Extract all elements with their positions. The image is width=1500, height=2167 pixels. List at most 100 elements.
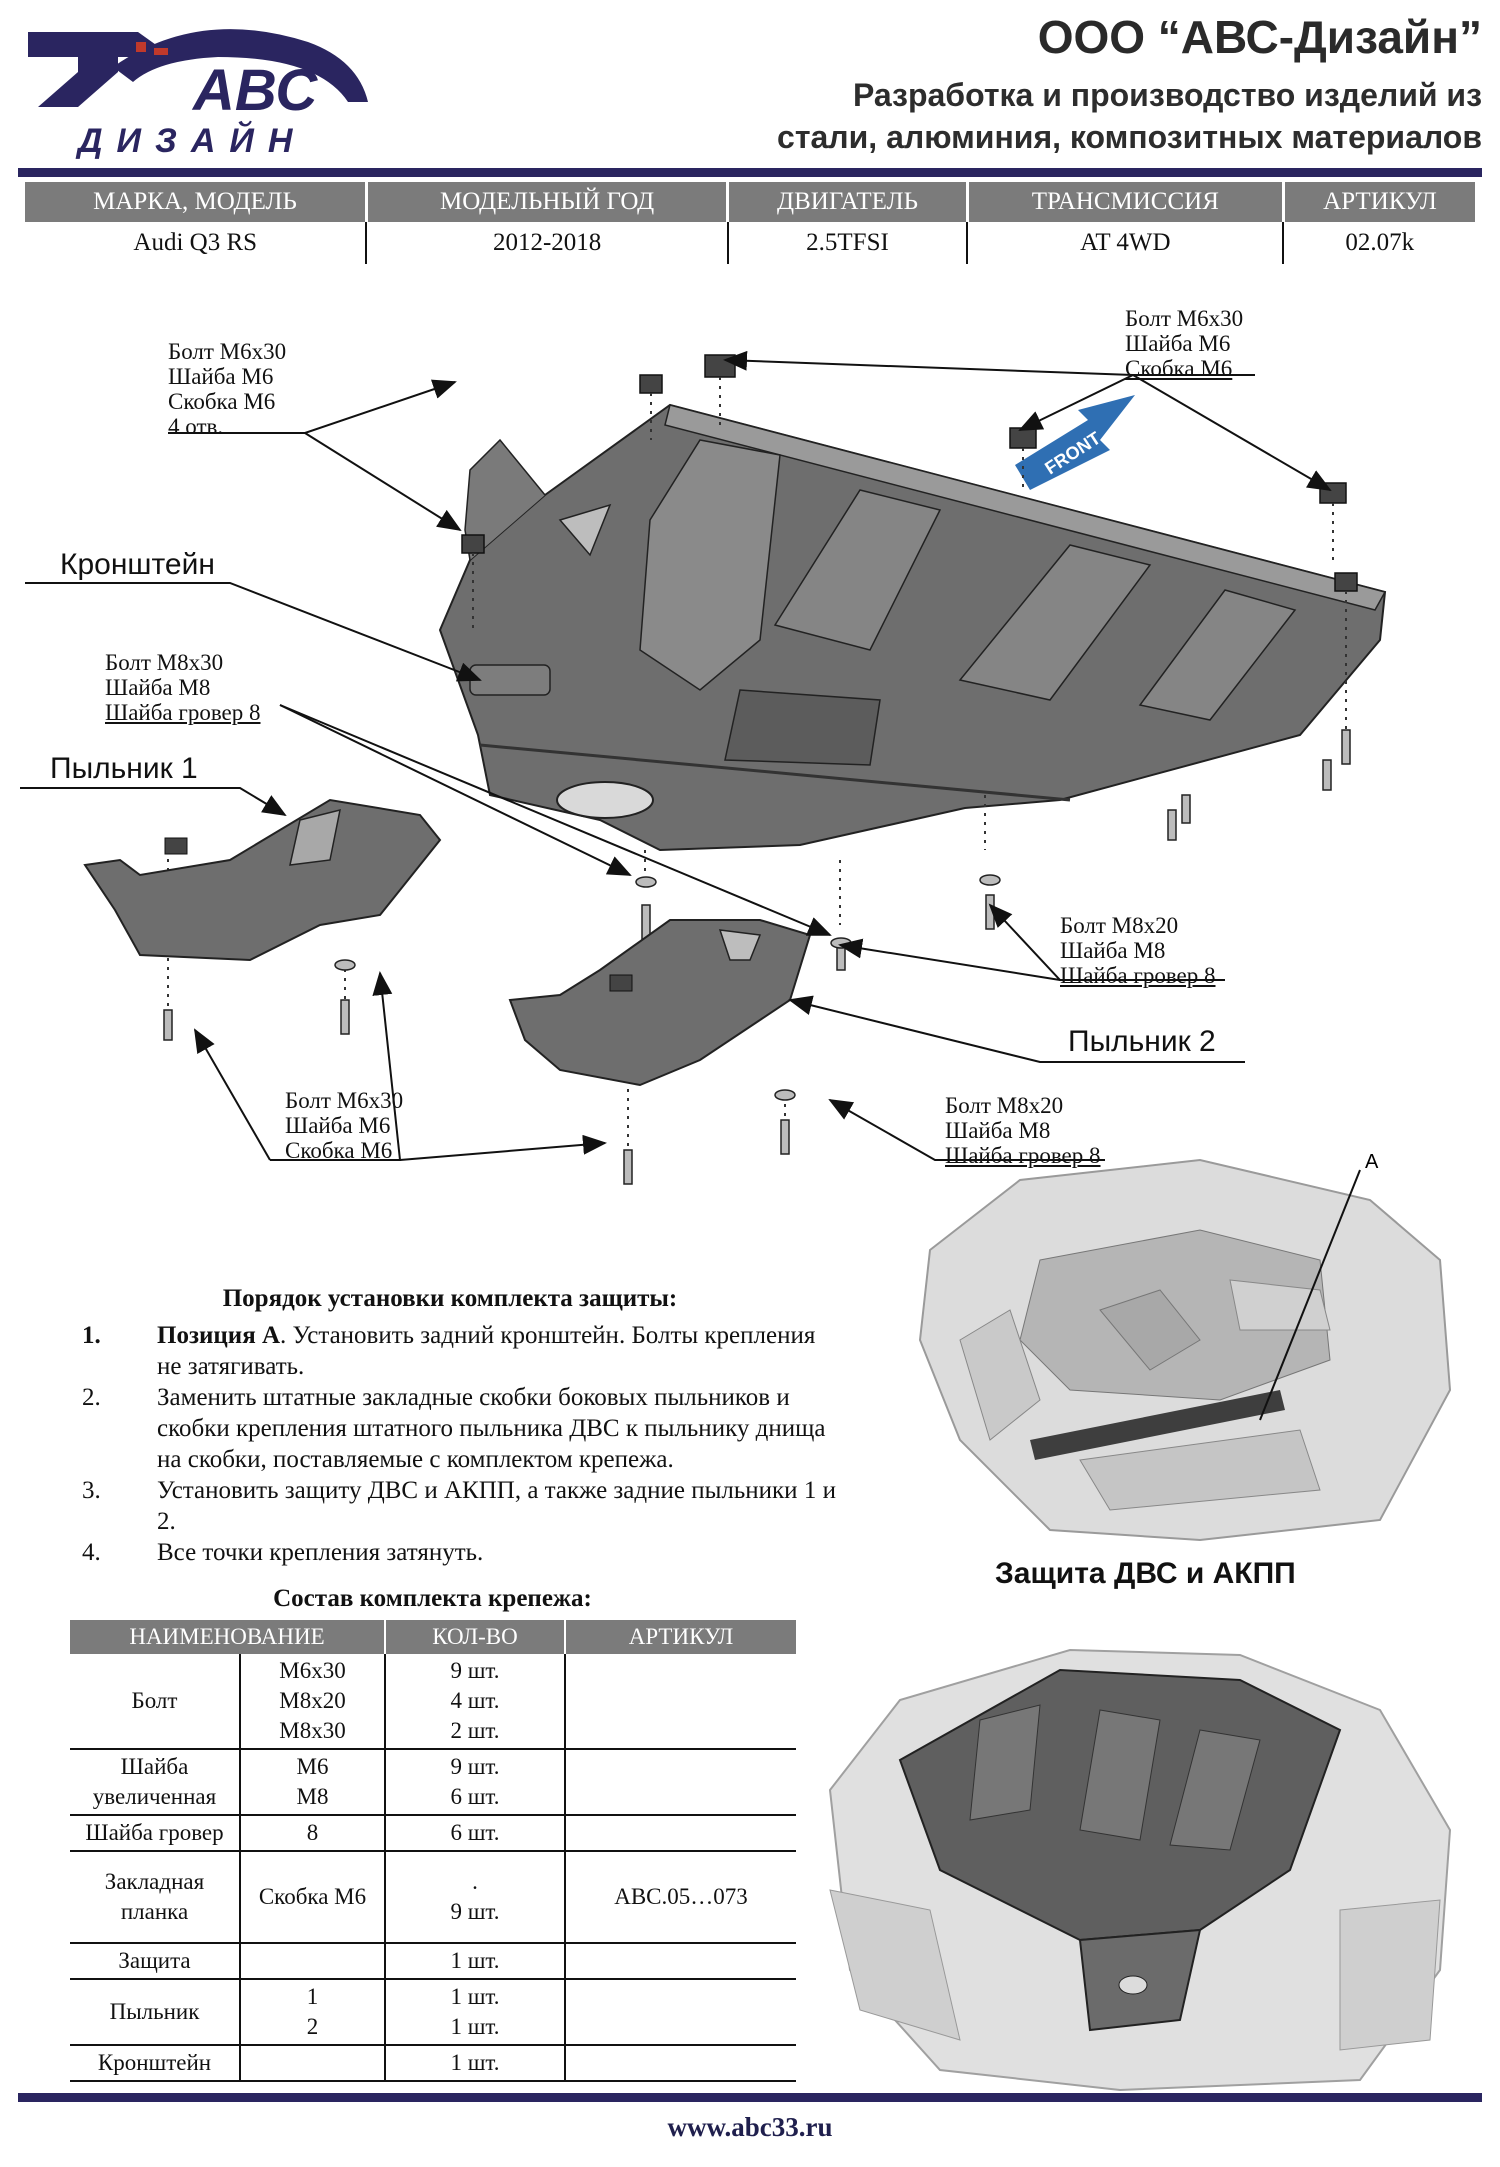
spec-transmission: AT 4WD <box>967 222 1285 264</box>
label-line: Болт М8х20 <box>1060 913 1179 938</box>
label-line: Шайба гровер 8 <box>1060 963 1216 988</box>
company-tagline: Разработка и производство изделий из ста… <box>777 74 1482 158</box>
kit-sizes <box>239 2045 385 2082</box>
kit-title: Состав комплекта крепежа: <box>273 1585 592 1612</box>
kit-header-cell: НАИМЕНОВАНИЕ <box>70 1620 385 1654</box>
label-line: Шайба М8 <box>945 1118 1051 1143</box>
label-line: Шайба гровер 8 <box>945 1143 1101 1168</box>
label-line: Болт М6х30 <box>1125 306 1244 331</box>
label-dust-2: Пыльник 2 <box>1068 1025 1216 1058</box>
logo-top-text: АВС <box>191 58 318 123</box>
spec-engine: 2.5TFSI <box>727 222 969 264</box>
tagline-line-1: Разработка и производство изделий из <box>852 77 1482 113</box>
kit-size: М6х30 <box>279 1658 346 1683</box>
kit-size: М8х30 <box>279 1718 346 1743</box>
step-number: 3. <box>82 1477 101 1504</box>
label-dust-1: Пыльник 1 <box>50 752 198 785</box>
photo-caption: Защита ДВС и АКПП <box>995 1557 1296 1590</box>
kit-art <box>564 1654 796 1750</box>
kit-qty: 1 шт. 1 шт. <box>384 1979 565 2046</box>
kit-art <box>564 1943 796 1980</box>
label-bracket: Кронштейн <box>60 548 215 581</box>
step-body: . Установить задний кронштейн. Болты кре… <box>157 1322 816 1380</box>
kit-qty-value: 1 шт. <box>450 2014 500 2039</box>
label-top-right: Болт М6х30 Шайба М6 Скобка М6 <box>1125 306 1243 381</box>
kit-art: АВС.05…073 <box>564 1851 796 1944</box>
table-row: Кронштейн 1 шт. <box>70 2045 796 2082</box>
label-line: Шайба гровер 8 <box>105 700 261 725</box>
kit-sizes: Скобка М6 <box>239 1851 385 1944</box>
kit-size: 2 <box>306 2014 319 2039</box>
kit-qty: 9 шт.6 шт. <box>384 1749 565 1816</box>
engine-bay-scan-image: А <box>918 1151 1452 1542</box>
kit-name: Шайба гровер <box>70 1815 240 1852</box>
company-logo: АВС ДИЗАЙН <box>28 29 368 160</box>
spec-header-cell: ТРАНСМИССИЯ <box>967 182 1285 222</box>
step-text: Установить защиту ДВС и АКПП, а также за… <box>157 1477 836 1535</box>
main-skid-plate <box>438 403 1387 852</box>
step-number: 4. <box>82 1539 101 1566</box>
tagline-line-2: стали, алюминия, композитных материалов <box>777 119 1482 155</box>
dust-shield-1 <box>83 798 442 962</box>
kit-qty-value: 1 шт. <box>450 1984 500 2009</box>
kit-size: М8х20 <box>279 1688 346 1713</box>
dust-shield-2 <box>508 919 812 1087</box>
label-bottom-right: Болт М8х20 Шайба М8 Шайба гровер 8 <box>945 1093 1101 1168</box>
label-line: Болт М6х30 <box>168 339 287 364</box>
kit-name: Болт <box>70 1654 240 1750</box>
kit-header-row: НАИМЕНОВАНИЕ КОЛ-ВО АРТИКУЛ <box>70 1620 796 1654</box>
spec-header-row: МАРКА, МОДЕЛЬ МОДЕЛЬНЫЙ ГОД ДВИГАТЕЛЬ ТР… <box>25 182 1475 222</box>
label-line: 4 отв. <box>168 414 224 439</box>
spec-header-cell: АРТИКУЛ <box>1283 182 1475 222</box>
kit-qty: 9 шт. 4 шт. 2 шт. <box>384 1654 565 1750</box>
kit-name: Пыльник <box>70 1979 240 2046</box>
kit-qty-value: 2 шт. <box>450 1718 500 1743</box>
label-line: Шайба М6 <box>1125 331 1231 356</box>
label-line: Шайба М8 <box>105 675 211 700</box>
kit-sizes: 8 <box>239 1815 385 1852</box>
company-name: ООО “АВС-Дизайн” <box>1037 11 1482 63</box>
header-rule <box>18 168 1482 177</box>
label-line: Болт М8х20 <box>945 1093 1064 1118</box>
spec-header-cell: МОДЕЛЬНЫЙ ГОД <box>366 182 730 222</box>
skid-plate-installed-image <box>828 1648 1452 2092</box>
bolt-guides <box>167 377 1347 1150</box>
footer-website-link[interactable]: www.abc33.ru <box>667 2112 833 2142</box>
clip-set <box>461 354 1358 592</box>
marker-a: А <box>1365 1151 1379 1173</box>
label-mid-right: Болт М8х20 Шайба М8 Шайба гровер 8 <box>1060 913 1216 988</box>
label-line: Шайба М6 <box>168 364 274 389</box>
kit-qty-value: 9 шт. <box>450 1658 500 1683</box>
spec-header-cell: МАРКА, МОДЕЛЬ <box>25 182 368 222</box>
spec-year: 2012-2018 <box>366 222 729 264</box>
kit-qty-value: 4 шт. <box>450 1688 500 1713</box>
table-row: Шайба гровер 8 6 шт. <box>70 1815 796 1852</box>
spec-model: Audi Q3 RS <box>25 222 368 264</box>
kit-qty-value: 6 шт. <box>450 1784 500 1809</box>
spec-header-cell: ДВИГАТЕЛЬ <box>727 182 969 222</box>
kit-size: М8 <box>296 1784 329 1809</box>
leader-lines <box>20 350 1332 1161</box>
label-line: Скобка М6 <box>168 389 276 414</box>
label-mid-left: Болт М8х30 Шайба М8 Шайба гровер 8 <box>105 650 261 725</box>
instructions-list: 1. Позиция А. Установить задний кронштей… <box>0 1320 900 1580</box>
kit-qty: 6 шт. <box>384 1815 565 1852</box>
spec-value-row: Audi Q3 RS 2012-2018 2.5TFSI AT 4WD 02.0… <box>25 222 1475 264</box>
kit-qty: 1 шт. <box>384 1943 565 1980</box>
kit-size: М6 <box>296 1754 329 1779</box>
label-line: Шайба М8 <box>1060 938 1166 963</box>
step-number: 1. <box>82 1322 101 1349</box>
kit-qty-value: 9 шт. <box>450 1899 500 1924</box>
exploded-diagram: FRONT <box>20 350 1387 1185</box>
label-line: Скобка М6 <box>285 1138 393 1163</box>
step-bold: Позиция А <box>157 1322 281 1349</box>
step-number: 2. <box>82 1384 101 1411</box>
step-text: Заменить штатные закладные скобки боковы… <box>157 1384 826 1473</box>
kit-sizes <box>239 1943 385 1980</box>
